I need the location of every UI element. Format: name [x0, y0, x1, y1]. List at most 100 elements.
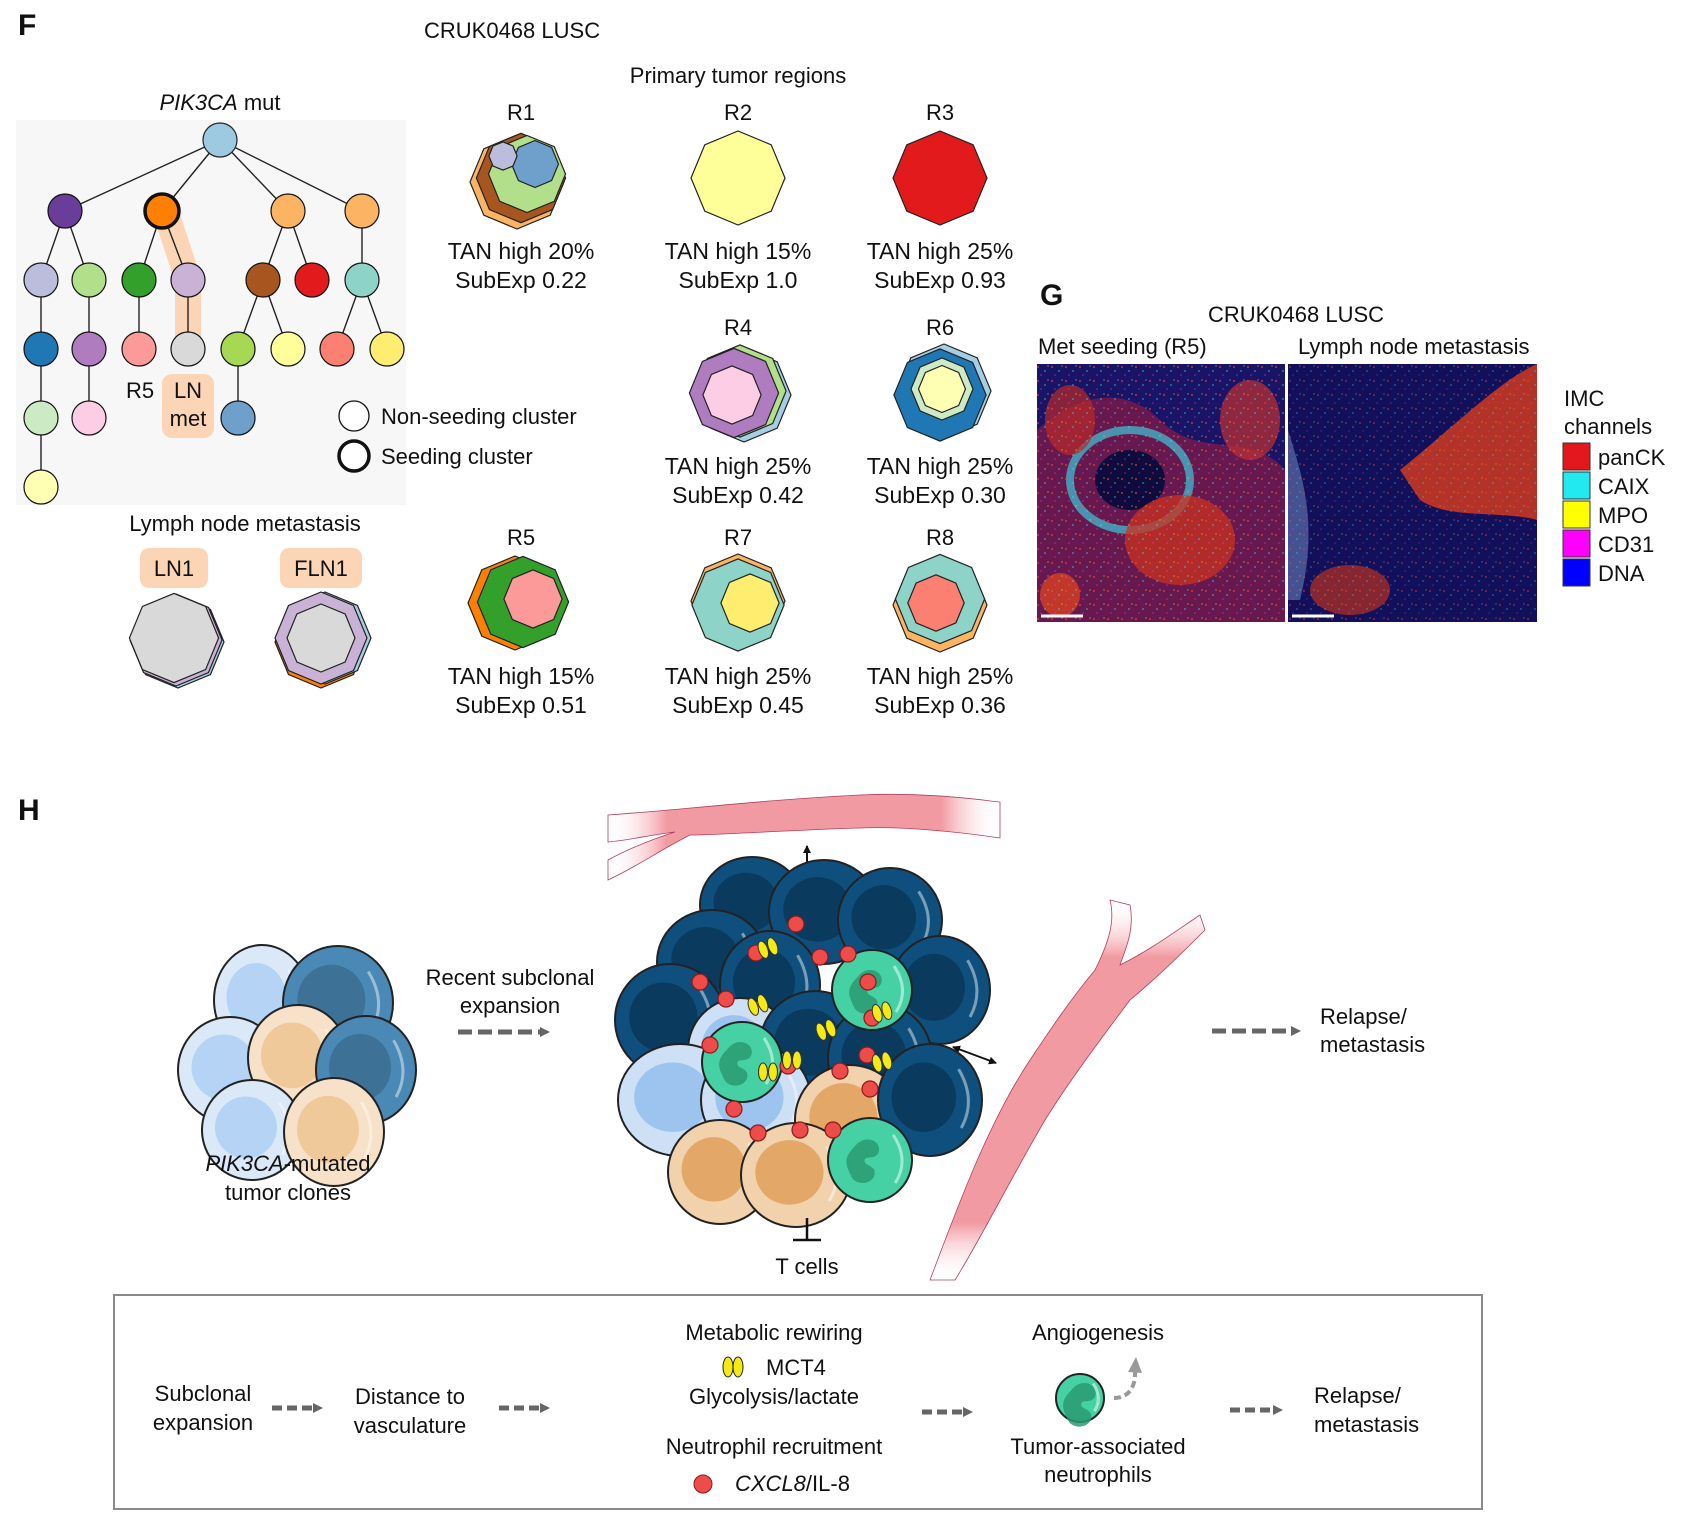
clone-layer [720, 573, 780, 633]
panel-g-case-title: CRUK0468 LUSC [1208, 302, 1384, 327]
tumor-cluster [614, 856, 991, 1228]
lymph-node-name: FLN1 [294, 556, 348, 581]
tree-node [71, 331, 107, 367]
tree-node [121, 331, 157, 367]
mct4-label: MCT4 [766, 1355, 826, 1380]
clone-layer [286, 603, 356, 673]
cxcl8-dot [787, 915, 805, 933]
neutrophil-cell [701, 1021, 783, 1103]
clone-cell-light-blue [201, 1079, 303, 1181]
angiogenesis-label: Angiogenesis [1032, 1320, 1164, 1345]
imc-right-title: Lymph node metastasis [1298, 334, 1530, 359]
region-subexp: SubExp 0.51 [455, 692, 587, 718]
imc-channel-label: DNA [1598, 561, 1645, 586]
tree-node [23, 400, 59, 436]
region-subexp: SubExp 0.42 [672, 482, 804, 508]
clone-layer [510, 139, 560, 189]
cxcl8-dot [749, 1124, 767, 1142]
imc-channel-label: panCK [1598, 445, 1666, 470]
clones-label-gene: PIK3CA [205, 1151, 283, 1176]
tree-edge [219, 139, 363, 212]
tree-title-gene: PIK3CA [159, 90, 237, 115]
tree-nodes [23, 122, 405, 505]
imc-legend-item-dna: DNA [1562, 558, 1645, 587]
region-subexp: SubExp 0.22 [455, 267, 587, 293]
tree-node [319, 331, 355, 367]
region-tan-high: TAN high 25% [665, 663, 812, 689]
region-tan-high: TAN high 25% [867, 238, 1014, 264]
region-name: R2 [724, 100, 752, 125]
lymph-node-badge [140, 548, 208, 588]
cxcl8-dot [824, 1121, 842, 1139]
summary-relapse-line2: metastasis [1314, 1412, 1419, 1437]
legend-seeding-label: Seeding cluster [381, 444, 533, 469]
tree-node [121, 262, 157, 298]
ln-met-label-line2: met [170, 406, 207, 431]
clones-label-suffix: -mutated [284, 1151, 371, 1176]
clone-layer [503, 569, 563, 629]
imc-channel-label: CAIX [1598, 474, 1650, 499]
neutrophil-cell [827, 1117, 913, 1203]
tree-node [294, 262, 330, 298]
tree-node [344, 262, 380, 298]
relapse-label-line2: metastasis [1320, 1032, 1425, 1057]
tcells-label: T cells [775, 1254, 838, 1279]
imc-legend-title-2: channels [1564, 414, 1652, 439]
clone-cell-tan [283, 1077, 385, 1187]
region-subexp: SubExp 0.30 [874, 482, 1006, 508]
imc-legend-item-cd31: CD31 [1562, 529, 1654, 558]
cxcl8-dot [859, 973, 877, 991]
cxcl8-suffix: /IL-8 [806, 1471, 850, 1496]
imc-left-title: Met seeding (R5) [1038, 334, 1207, 359]
summary-step2-line2: vasculature [354, 1413, 467, 1438]
panel-letter-g: G [1040, 279, 1063, 312]
mct4-transporter [871, 1051, 893, 1073]
tree-node [23, 262, 59, 298]
lymph-node-title: Lymph node metastasis [129, 511, 361, 536]
lymph-node-fln1: FLN1 [274, 548, 372, 689]
clones-label-line2: tumor clones [225, 1180, 351, 1205]
ln-met-badge [162, 374, 214, 438]
mct4-transporter [747, 994, 769, 1016]
region-name: R1 [507, 100, 535, 125]
summary-step2-line1: Distance to [355, 1384, 465, 1409]
ln-met-label-line1: LN [174, 378, 202, 403]
tan-neutrophil-icon [1055, 1373, 1105, 1427]
summary-relapse-line1: Relapse/ [1314, 1383, 1402, 1408]
legend-non-seeding-label: Non-seeding cluster [381, 404, 577, 429]
r5-label: R5 [126, 378, 154, 403]
cxcl8-dot [725, 1100, 743, 1118]
angiogenesis-arrowhead-icon [1128, 1357, 1142, 1373]
lymph-node-ln1: LN1 [128, 548, 225, 689]
tan-label-line1: Tumor-associated [1010, 1434, 1185, 1459]
tree-node [220, 400, 256, 436]
cxcl8-gene: CXCL8 [735, 1471, 807, 1496]
tree-edge [64, 139, 221, 212]
tree-node [170, 262, 206, 298]
relapse-label-line1: Relapse/ [1320, 1004, 1408, 1029]
imc-channel-swatch [1562, 442, 1591, 471]
glycolysis-label: Glycolysis/lactate [689, 1384, 859, 1409]
region-name: R5 [507, 525, 535, 550]
tree-node-root [202, 122, 238, 158]
blood-vessel-top [607, 793, 1001, 881]
clone-layer [892, 130, 988, 226]
imc-channel-label: MPO [1598, 503, 1648, 528]
legend-seeding-icon [337, 439, 371, 473]
blood-vessel-right [929, 899, 1206, 1281]
tree-node [23, 469, 59, 505]
expansion-label-line1: Recent subclonal [426, 965, 595, 990]
vessel-distance-arrow-horizontal [952, 1045, 997, 1065]
cxcl8-dot [811, 948, 829, 966]
neutrophil-recruitment-title: Neutrophil recruitment [666, 1434, 882, 1459]
clone-cluster [177, 944, 417, 1187]
imc-legend-item-panck: panCK [1562, 442, 1666, 471]
lymph-node-name: LN1 [154, 556, 194, 581]
expansion-label-line2: expansion [460, 993, 560, 1018]
